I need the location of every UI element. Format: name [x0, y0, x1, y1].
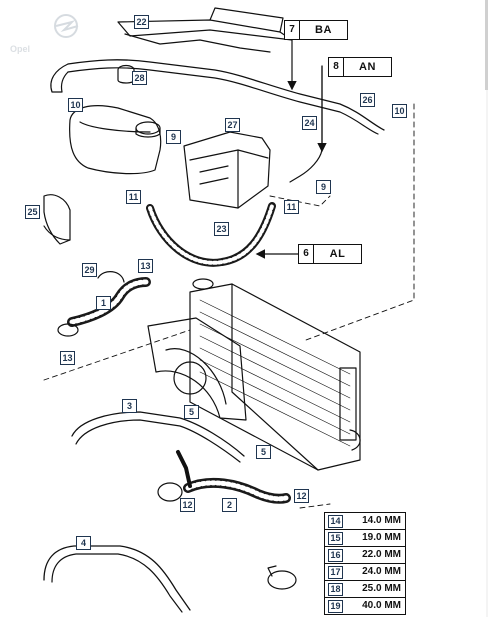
tank-cap-side — [135, 127, 161, 138]
pipe-3 — [71, 411, 245, 457]
expansion-tank — [69, 105, 162, 175]
callout-27: 27 — [225, 118, 240, 132]
hose-clamp-tab — [267, 565, 277, 577]
hose-al-outline — [146, 202, 276, 267]
size-value: 14.0 MM — [362, 515, 401, 526]
tank-seam — [79, 121, 151, 133]
size-ref: 15 — [328, 532, 343, 545]
callout-22: 22 — [134, 15, 149, 29]
size-row: 17 24.0 MM — [325, 564, 405, 581]
guide-line-bottom — [299, 503, 331, 509]
size-ref: 16 — [328, 549, 343, 562]
callout-28: 28 — [132, 71, 147, 85]
clamp-size-table: 14 14.0 MM 15 19.0 MM 16 22.0 MM 17 24.0… — [324, 512, 406, 615]
size-ref: 19 — [328, 600, 343, 613]
radiator-cap — [192, 278, 214, 290]
size-ref: 14 — [328, 515, 343, 528]
code-box-al: 6 AL — [298, 244, 362, 264]
code-box-al-number: 6 — [299, 245, 314, 263]
size-ref: 18 — [328, 583, 343, 596]
callout-9-left: 9 — [166, 130, 181, 144]
upper-pipe — [67, 59, 385, 131]
size-row: 18 25.0 MM — [325, 581, 405, 598]
callout-10-left: 10 — [68, 98, 83, 112]
fan-shroud-inner — [165, 348, 227, 405]
size-row: 15 19.0 MM — [325, 530, 405, 547]
panel-lower-edge — [124, 33, 271, 53]
hose-2-highlight — [185, 480, 289, 502]
callout-26: 26 — [360, 93, 375, 107]
callout-5-bottom: 5 — [256, 445, 271, 459]
size-value: 25.0 MM — [362, 583, 401, 594]
opel-logo: Opel — [6, 12, 90, 54]
callout-1: 1 — [96, 296, 111, 310]
hose-al-highlight — [148, 204, 274, 265]
part-25-bracket — [43, 194, 71, 245]
code-box-ba-label: BA — [315, 24, 332, 36]
radiator-tank — [339, 367, 357, 441]
hose-2-branch — [176, 450, 192, 488]
pipe-4-lower — [51, 553, 183, 613]
callout-13-bottom: 13 — [60, 351, 75, 365]
code-box-an-label: AN — [359, 61, 376, 73]
hose-1-highlight — [69, 279, 149, 325]
code-box-ba: 7 BA — [284, 20, 348, 40]
callout-12-left: 12 — [180, 498, 195, 512]
code-box-ba-number: 7 — [285, 21, 300, 39]
callout-11-left: 11 — [126, 190, 141, 204]
scrollbar[interactable] — [481, 0, 491, 617]
hydraulic-unit — [183, 131, 271, 209]
logo-text: Opel — [10, 44, 30, 54]
hose-2-fitting — [157, 482, 183, 502]
size-row: 16 22.0 MM — [325, 547, 405, 564]
upper-body-panel-edge — [209, 7, 284, 33]
hydraulic-unit-ribs — [199, 165, 229, 185]
pipe-4 — [43, 545, 191, 611]
fan-hub — [173, 361, 207, 395]
guide-line-right — [305, 103, 415, 341]
part-29-clip — [97, 271, 125, 283]
code-box-an-number: 8 — [329, 58, 344, 76]
callout-2: 2 — [222, 498, 237, 512]
size-value: 19.0 MM — [362, 532, 401, 543]
callout-11-right: 11 — [284, 200, 299, 214]
size-value: 22.0 MM — [362, 549, 401, 560]
radiator-fins — [199, 299, 351, 447]
hose-1-clamp — [57, 323, 79, 337]
pipe-3-lower — [75, 419, 241, 463]
callout-10-right: 10 — [392, 104, 407, 118]
upper-pipe-end-left — [50, 63, 69, 93]
fan-shroud — [147, 317, 247, 421]
scrollbar-thumb — [485, 0, 488, 90]
callout-9-right: 9 — [316, 180, 331, 194]
callout-23: 23 — [214, 222, 229, 236]
size-value: 24.0 MM — [362, 566, 401, 577]
callout-29: 29 — [82, 263, 97, 277]
callout-12-right: 12 — [294, 489, 309, 503]
code-box-an: 8 AN — [328, 57, 392, 77]
radiator-side — [231, 283, 319, 471]
callout-25: 25 — [25, 205, 40, 219]
radiator-drain — [349, 429, 361, 451]
hydraulic-unit-seam — [189, 149, 269, 161]
size-ref: 17 — [328, 566, 343, 579]
guide-line-left — [43, 329, 191, 381]
size-row: 14 14.0 MM — [325, 513, 405, 530]
callout-13-top: 13 — [138, 259, 153, 273]
code-box-al-label: AL — [329, 248, 346, 260]
guide-line-unit — [269, 195, 331, 207]
hose-clamp — [267, 570, 297, 590]
size-row: 19 40.0 MM — [325, 598, 405, 614]
size-value: 40.0 MM — [362, 600, 401, 611]
callout-5-top: 5 — [184, 405, 199, 419]
callout-24: 24 — [302, 116, 317, 130]
callout-3: 3 — [122, 399, 137, 413]
part-25-edge — [43, 225, 71, 241]
callout-4: 4 — [76, 536, 91, 550]
upper-pipe-lower — [67, 67, 379, 135]
